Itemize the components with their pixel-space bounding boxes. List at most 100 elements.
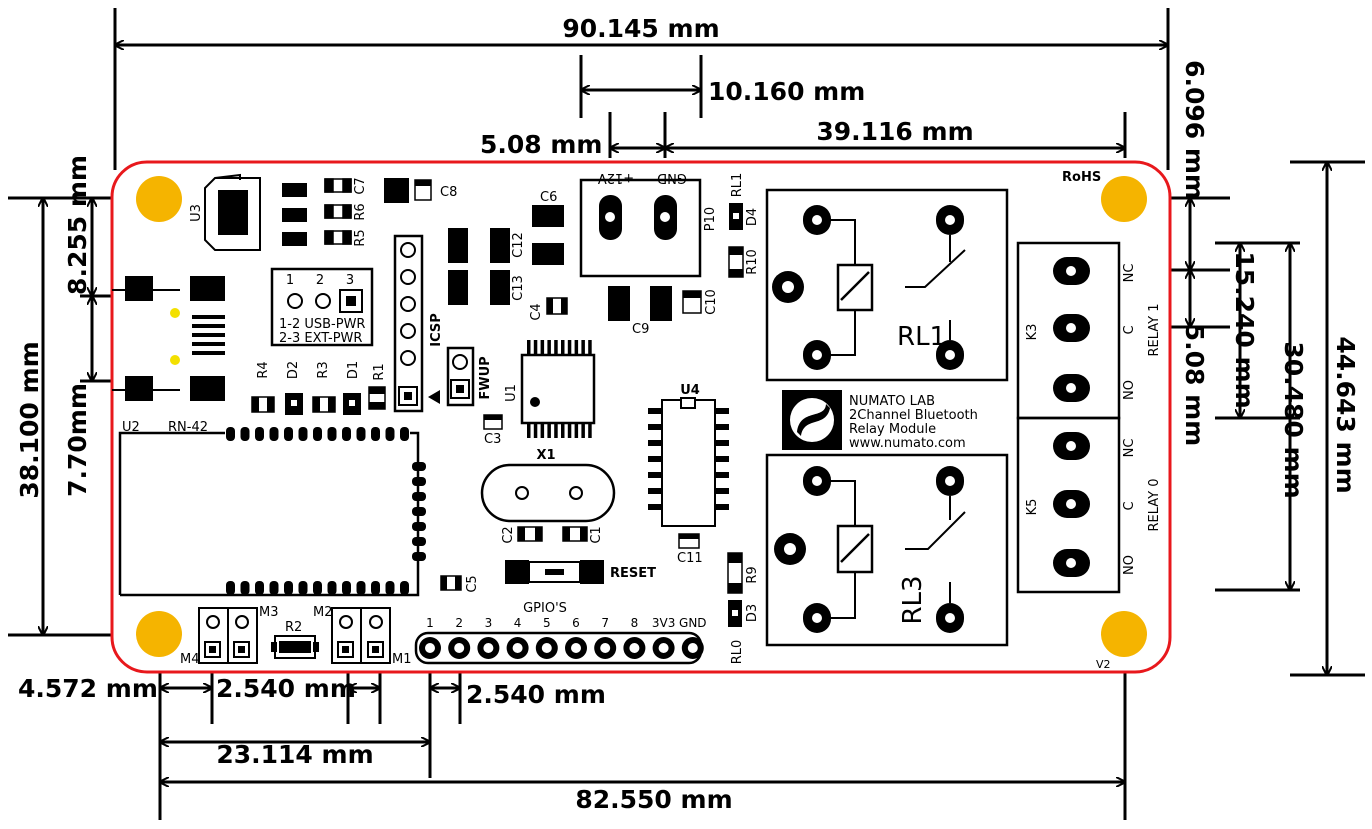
dim-overall-width: 90.145 mm [562, 14, 719, 43]
u2-pad [356, 427, 366, 441]
u2-pad [284, 581, 293, 595]
gpio-pin-label: 4 [514, 616, 522, 630]
u2-pad [412, 462, 426, 471]
brand-line-1: NUMATO LAB [849, 394, 935, 409]
u4-pins [648, 408, 729, 510]
label-p10: P10 [703, 207, 718, 231]
gpio-pin-label: 3V3 [652, 616, 675, 630]
gpio-pins [419, 637, 704, 659]
dim-overall-height: 44.643 mm [1331, 336, 1360, 493]
u2-pad [226, 581, 235, 595]
u2-pad [412, 522, 426, 531]
u2-pad [240, 427, 250, 441]
mount-hole-top-left [136, 176, 182, 222]
label-icsp: ICSP [429, 313, 444, 347]
u1-pin [581, 340, 585, 354]
power-jumper: 1 2 3 1-2 USB-PWR 2-3 EXT-PWR [270, 267, 374, 347]
u2-pad [412, 507, 426, 516]
label-u3: U3 [189, 204, 204, 222]
u2-pad [371, 581, 380, 595]
dim-terminal-offset: 5.08 mm [480, 130, 603, 159]
u2-pad [298, 427, 308, 441]
brand-line-4: www.numato.com [849, 436, 966, 451]
label-version: V2 [1096, 658, 1111, 671]
u2-pad [284, 427, 293, 441]
label-d3: D3 [745, 604, 760, 622]
u2-pad [327, 581, 337, 595]
u2-pad [298, 581, 308, 595]
u1-pin [588, 340, 592, 354]
label-c-0: C [1122, 501, 1137, 510]
u4-pin [648, 440, 662, 446]
gpio-pin-hole [483, 643, 494, 653]
gpio-pin-label: 8 [631, 616, 639, 630]
u1-pin [567, 340, 572, 354]
label-r10: R10 [745, 249, 760, 275]
board-outline [110, 160, 1172, 674]
dim-hole-spacing-horizontal: 82.550 mm [575, 785, 732, 814]
label-gpio: GPIO'S [523, 601, 567, 616]
reset-button: RESET [505, 560, 656, 584]
label-rn42: RN-42 [168, 420, 208, 435]
u2-pad [385, 581, 395, 595]
caps-c12-c13 [448, 228, 510, 305]
u4-pin [715, 456, 729, 462]
label-relay-1: RELAY 1 [1147, 303, 1162, 356]
dim-relay-span: 30.480 mm [1279, 341, 1308, 498]
dim-relay-pin-offset: 5.08 mm [1180, 324, 1209, 447]
gpio-pin-hole [629, 643, 640, 653]
label-u2: U2 [122, 420, 140, 435]
gpio-pin-label: 6 [572, 616, 580, 630]
label-c6: C6 [540, 190, 557, 205]
dim-header-pitch: 2.540 mm [466, 680, 606, 709]
dim-relay-pitch: 15.240 mm [1230, 251, 1259, 408]
label-r3: R3 [316, 361, 331, 378]
label-x1: X1 [536, 448, 555, 463]
label-k3: K3 [1025, 324, 1040, 341]
dim-top-hole-offset: 6.096 mm [1180, 60, 1209, 200]
u1-pin [554, 340, 558, 354]
relay-rl3: RL3 [765, 453, 1009, 647]
u2-pad [412, 492, 426, 501]
gpio-pin-label: 7 [601, 616, 609, 630]
u4-pin [648, 488, 662, 494]
u3-regulator: U3 [189, 173, 307, 251]
u2-pad [327, 427, 337, 441]
label-nc-0: NC [1122, 439, 1137, 458]
passives-top [324, 178, 352, 245]
u1-pin [547, 340, 551, 354]
u4-pin [715, 440, 729, 446]
gpio-pin-label: GND [679, 616, 707, 630]
jumper-num-3: 3 [346, 273, 354, 288]
u1-pin [561, 340, 565, 354]
gpio-pin-label: 3 [485, 616, 493, 630]
label-r9: R9 [745, 566, 760, 583]
u1-pin [567, 424, 572, 438]
u1-pin [554, 424, 558, 438]
u2-pad [313, 427, 322, 441]
u4-pin [648, 504, 662, 510]
label-rl3-relay: RL3 [898, 575, 928, 624]
u2-pad [342, 581, 351, 595]
x1-crystal: X1 [480, 448, 616, 523]
u1-pin [561, 424, 565, 438]
u2-pad [371, 427, 380, 441]
label-c9: C9 [632, 322, 649, 337]
u1-pin [533, 340, 538, 354]
label-c11: C11 [677, 551, 703, 566]
dim-hole-to-terminal: 39.116 mm [816, 117, 973, 146]
mount-hole-top-right [1101, 176, 1147, 222]
u2-pad [412, 477, 426, 486]
cap-c6-bottom [532, 243, 564, 265]
label-r5: R5 [353, 229, 368, 246]
label-rl1-relay: RL1 [897, 322, 946, 352]
label-r2: R2 [285, 620, 302, 635]
label-m2: M2 [313, 605, 333, 620]
label-gnd-p10: GND [657, 170, 687, 185]
cap-c8-body [384, 178, 409, 203]
u2-pad [400, 581, 409, 595]
u2-pad [313, 581, 322, 595]
u1-pin [588, 424, 592, 438]
u1-pin [533, 424, 538, 438]
